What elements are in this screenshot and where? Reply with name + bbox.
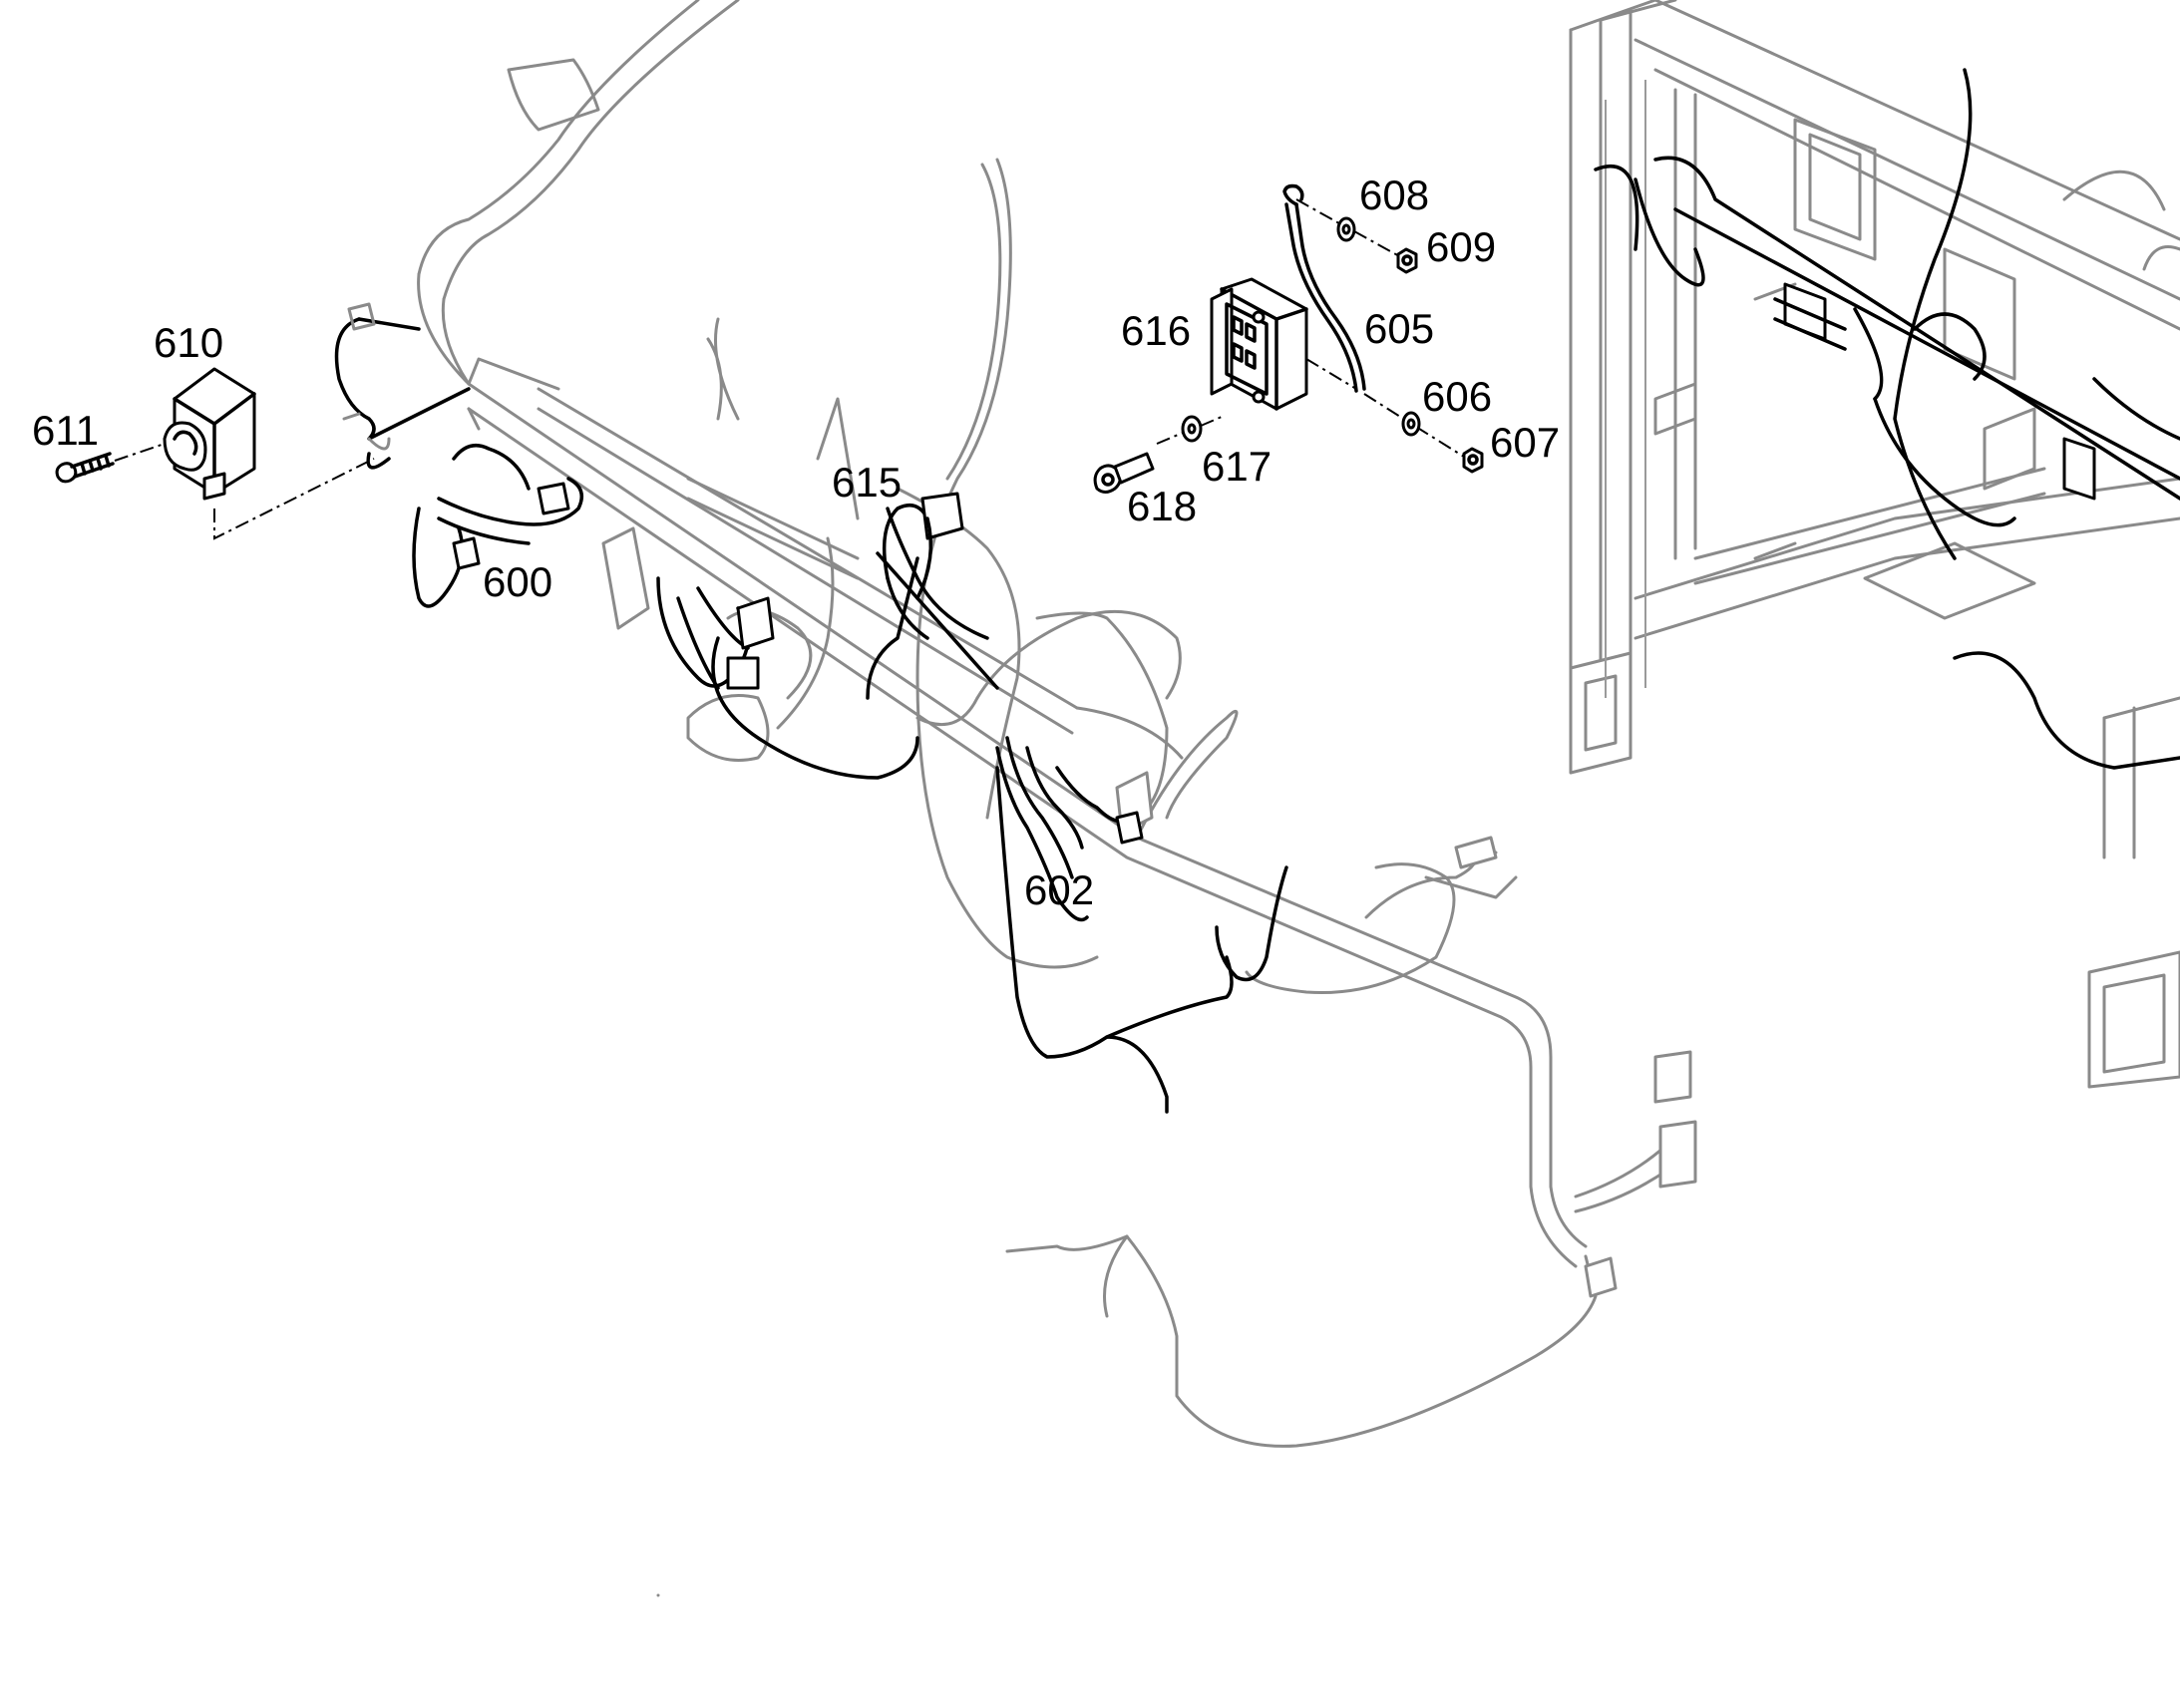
part-611-screw	[55, 452, 115, 484]
assembly-line-616-605	[1305, 358, 1357, 390]
callout-602: 602	[1024, 866, 1094, 913]
assembly-line-605-608-609	[1295, 198, 1402, 258]
callout-615: 615	[832, 459, 902, 506]
harness-615	[882, 492, 964, 600]
callout-617: 617	[1202, 443, 1272, 490]
main-cable-tube	[417, 0, 1697, 1597]
part-616-relay-box	[1210, 277, 1308, 411]
part-610-housing	[163, 367, 256, 501]
harness-600-602	[412, 443, 1288, 1114]
part-617-washer	[1181, 415, 1203, 443]
frame-harness	[1594, 68, 2180, 770]
part-618-bolt	[1093, 452, 1155, 494]
assembly-line-611-610	[114, 443, 166, 462]
callout-609: 609	[1426, 223, 1496, 270]
part-607-nut	[1462, 447, 1484, 474]
part-606-washer	[1401, 411, 1421, 437]
part-608-washer	[1336, 216, 1356, 242]
callout-labels: 610 611 600 615 602 616 608 609 605 606 …	[32, 171, 1560, 913]
callout-616: 616	[1121, 307, 1191, 354]
assembly-line-605-606-607	[1363, 393, 1465, 458]
frame-assembly	[1569, 0, 2180, 1089]
callout-610: 610	[154, 319, 223, 366]
callout-611: 611	[32, 407, 99, 454]
assembly-line-618-617	[1156, 416, 1223, 445]
part-609-nut	[1396, 247, 1418, 274]
callout-606: 606	[1422, 373, 1492, 420]
callout-608: 608	[1359, 171, 1429, 218]
callout-607: 607	[1490, 419, 1560, 466]
lead-610	[334, 302, 471, 470]
callout-600: 600	[483, 558, 552, 605]
assembly-line-610-lead	[213, 458, 375, 540]
part-605-ground-strap	[1282, 183, 1366, 393]
callout-605: 605	[1364, 305, 1434, 352]
callout-618: 618	[1127, 483, 1197, 529]
